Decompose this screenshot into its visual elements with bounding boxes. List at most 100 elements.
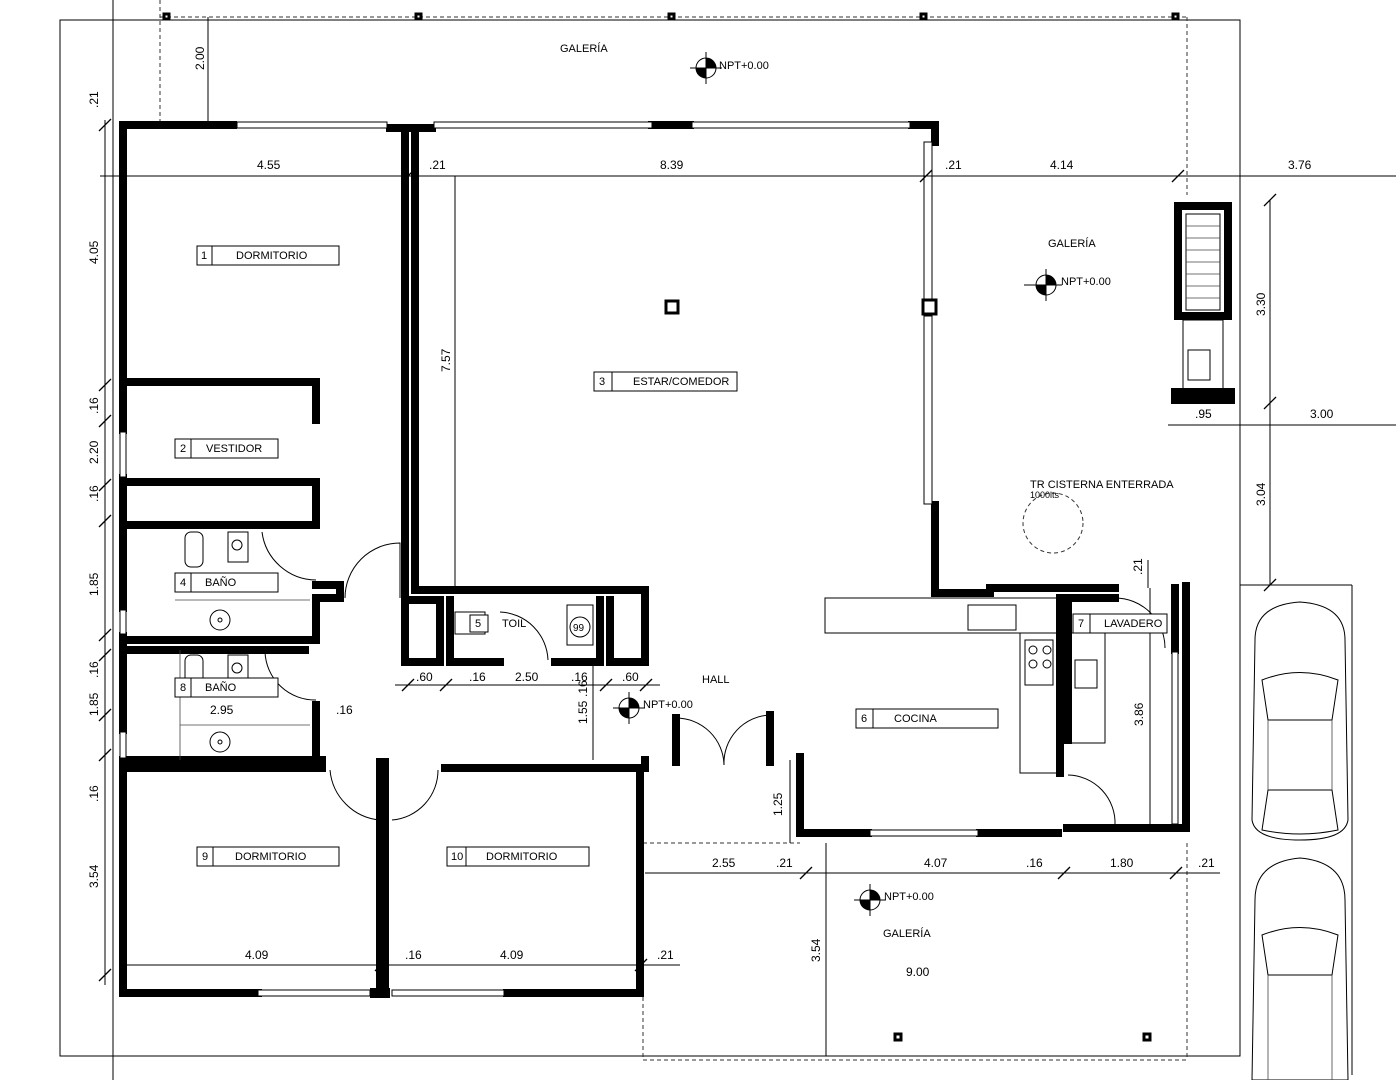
dim-text: 3.76: [1288, 158, 1312, 172]
site-outlines: [59, 0, 1353, 1080]
dim-text: 1.80: [1110, 856, 1134, 870]
level-text: NPT+0.00: [643, 699, 693, 711]
room-number: 4: [180, 577, 186, 589]
dim-text: 4.09: [245, 948, 269, 962]
dim-text: 1.55: [576, 700, 590, 724]
dim-text: 4.09: [500, 948, 524, 962]
dim-text: 2.95: [210, 703, 234, 717]
level-marker-icon: [1024, 269, 1062, 301]
dim-text: .16: [87, 485, 101, 502]
room-number: 1: [201, 250, 207, 262]
dim-text: .21: [87, 91, 101, 108]
label-wc: 99: [573, 623, 585, 634]
label-hall: HALL: [702, 674, 730, 686]
room-label-4: 4 BAÑO: [174, 572, 279, 593]
dim-text: 4.55: [257, 158, 281, 172]
label-cisterna-capacity: 1000lts: [1030, 490, 1060, 500]
dim-text: 3.04: [1254, 482, 1268, 506]
room-label-9: 9 DORMITORIO: [196, 846, 340, 867]
interior-walls: [126, 124, 1119, 997]
dim-text: 3.86: [1132, 702, 1146, 726]
level-marker-icon: [854, 884, 886, 916]
room-label-2: 2 VESTIDOR: [174, 438, 279, 459]
label-galeria-top: GALERÍA: [560, 42, 608, 55]
room-name: DORMITORIO: [236, 250, 308, 262]
dim-text: .16: [87, 661, 101, 678]
room-label-10: 10 DORMITORIO: [446, 846, 590, 867]
room-label-8: 8 BAÑO: [174, 677, 279, 698]
car-icon: [1251, 601, 1349, 841]
dim-text: 9.00: [906, 965, 930, 979]
dim-text: 4.05: [87, 240, 101, 264]
level-text: NPT+0.00: [1061, 276, 1111, 288]
level-marker-icon: [690, 52, 722, 84]
dimension-lines: [98, 17, 1396, 1056]
gallery-posts: [162, 12, 1180, 1042]
room-name: VESTIDOR: [206, 443, 262, 455]
room-name: DORMITORIO: [235, 851, 307, 863]
dim-text: .16: [336, 703, 353, 717]
dim-text: 4.14: [1050, 158, 1074, 172]
dim-text: 2.55: [712, 856, 736, 870]
level-markers: [613, 52, 1062, 916]
dim-text: 3.54: [809, 938, 823, 962]
room-number: 3: [599, 376, 605, 388]
dim-text: 8.39: [660, 158, 684, 172]
dim-text: 2.00: [193, 46, 207, 70]
room-name: ESTAR/COMEDOR: [633, 376, 729, 388]
dim-text: .21: [1131, 558, 1145, 575]
dim-text: .16: [576, 680, 590, 697]
dim-text: .16: [87, 785, 101, 802]
dim-text: .16: [1026, 856, 1043, 870]
dim-text: 1.85: [87, 692, 101, 716]
label-galeria-bottom: GALERÍA: [883, 927, 931, 940]
dim-text: .21: [776, 856, 793, 870]
dim-text: 3.54: [87, 864, 101, 888]
dim-text: 2.50: [515, 670, 539, 684]
parked-cars: [1251, 601, 1349, 1080]
room-label-7: 7 LAVADERO: [1072, 613, 1168, 634]
dimension-texts: 4.55 .21 8.39 .21 4.14 3.76 .95 3.00 2.9…: [87, 46, 1334, 979]
label-galeria-right: GALERÍA: [1048, 237, 1096, 250]
room-label-6: 6 COCINA: [855, 708, 999, 729]
level-text: NPT+0.00: [719, 60, 769, 72]
room-number: 6: [861, 713, 867, 725]
label-cisterna: TR CISTERNA ENTERRADA: [1030, 479, 1174, 491]
area-labels: GALERÍA GALERÍA GALERÍA HALL TR CISTERNA…: [560, 42, 1174, 940]
dim-text: 7.57: [439, 348, 453, 372]
room-number: 2: [180, 443, 186, 455]
dim-text: .21: [945, 158, 962, 172]
room-name: BAÑO: [205, 681, 237, 694]
dim-text: 3.30: [1254, 292, 1268, 316]
dim-text: .16: [469, 670, 486, 684]
room-number: 8: [180, 682, 186, 694]
level-marker-icon: [613, 692, 645, 724]
room-label-1: 1 DORMITORIO: [196, 245, 340, 266]
room-name: LAVADERO: [1104, 618, 1163, 630]
room-name: TOIL: [502, 618, 526, 630]
room-name: DORMITORIO: [486, 851, 558, 863]
dim-text: .95: [1195, 407, 1212, 421]
dim-text: .16: [87, 397, 101, 414]
windows: [119, 121, 1179, 997]
dim-text: 1.85: [87, 572, 101, 596]
dim-text: .16: [571, 670, 588, 684]
dim-text: .21: [657, 948, 674, 962]
fixtures: [175, 202, 1235, 774]
room-labels: 1 DORMITORIO 2 VESTIDOR 3 ESTAR/COMEDOR …: [174, 245, 1168, 867]
dim-text: 3.00: [1310, 407, 1334, 421]
dim-text: .60: [416, 670, 433, 684]
dim-text: 2.20: [87, 440, 101, 464]
room-number: 5: [475, 618, 481, 630]
dim-text: .21: [429, 158, 446, 172]
room-number: 7: [1078, 618, 1084, 630]
room-name: COCINA: [894, 713, 937, 725]
dim-text: .16: [405, 948, 422, 962]
dim-text: .21: [1198, 856, 1215, 870]
room-number: 10: [451, 851, 463, 863]
doors: [261, 531, 1166, 826]
dim-text: 4.07: [924, 856, 948, 870]
dim-text: .60: [622, 670, 639, 684]
room-label-3: 3 ESTAR/COMEDOR: [593, 371, 738, 392]
